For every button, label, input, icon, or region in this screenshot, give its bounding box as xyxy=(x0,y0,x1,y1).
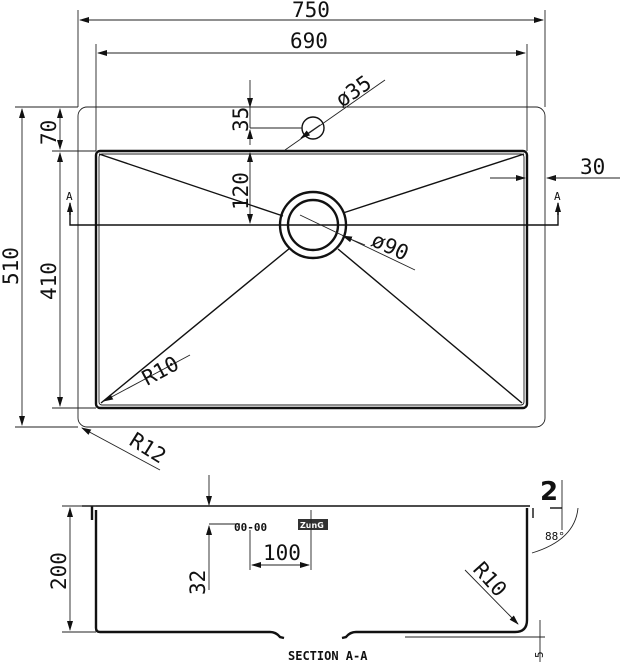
bowl-outline xyxy=(94,149,529,410)
dim-bowl-width: 690 xyxy=(290,29,328,53)
section-marker-left: A xyxy=(66,190,73,203)
dim-flange: 5 xyxy=(533,651,546,658)
dim-thickness: 2 xyxy=(540,477,558,507)
dim-bowl-depth: 410 xyxy=(37,262,61,300)
section-title: SECTION A-A xyxy=(288,649,368,663)
section-view: 200 32 00-00 ZunG 100 2 88° R10 5 SECTIO… xyxy=(47,475,579,663)
dim-drain-offset: 120 xyxy=(229,172,253,210)
dim-section-height: 200 xyxy=(47,552,71,590)
dim-section-offset: 32 xyxy=(186,570,210,595)
dim-tap-offset: 35 xyxy=(229,107,253,132)
dim-section-spacing: 100 xyxy=(263,541,301,565)
dim-top-margin: 70 xyxy=(37,120,61,145)
dim-overall-width: 750 xyxy=(292,0,330,22)
section-marker-right: A xyxy=(554,190,561,203)
dim-overall-depth: 510 xyxy=(0,247,23,285)
dim-tap-hole-diameter: ø35 xyxy=(331,71,376,112)
dim-side-margin: 30 xyxy=(580,155,605,179)
dim-drain-diameter: ø90 xyxy=(368,228,413,266)
dim-inner-radius: R10 xyxy=(138,351,183,390)
section-profile xyxy=(90,506,529,640)
slope-lines xyxy=(98,153,525,404)
dim-section-radius: R10 xyxy=(468,557,511,601)
outer-rim xyxy=(77,106,546,428)
dim-outer-radius: R12 xyxy=(125,428,170,468)
marking-text: 00-00 xyxy=(234,521,267,534)
dim-angle: 88° xyxy=(545,530,565,543)
bowl-inner-outline xyxy=(98,153,525,406)
brand-logo: ZunG xyxy=(298,519,328,530)
plan-view: A A 750 690 35 120 ø35 ø90 30 xyxy=(0,0,620,471)
svg-text:ZunG: ZunG xyxy=(300,521,324,530)
